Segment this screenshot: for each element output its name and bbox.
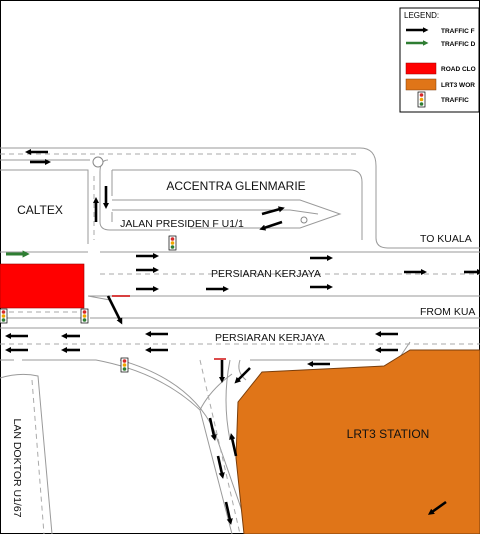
road-network <box>0 147 480 534</box>
jalan-presiden-label: JALAN PRESIDEN F U1/1 <box>120 218 244 230</box>
from-kua-label: FROM KUA <box>420 306 475 318</box>
orange-box-icon <box>405 78 437 91</box>
legend-item-traffic-diversion: TRAFFIC D <box>406 40 476 48</box>
accentra-label: ACCENTRA GLENMARIE <box>166 179 305 193</box>
to-kuala-label: TO KUALA <box>420 233 472 245</box>
persiaran-kerjaya-upper-label: PERSIARAN KERJAYA <box>211 268 321 280</box>
map-labels: CALTEX ACCENTRA GLENMARIE JALAN PRESIDEN… <box>11 179 475 518</box>
lrt3-station-label: LRT3 STATION <box>347 427 430 441</box>
flow-arrow <box>208 417 217 441</box>
flow-arrow <box>224 501 233 525</box>
legend-label: TRAFFIC F <box>441 28 475 35</box>
caltex-label: CALTEX <box>17 203 63 217</box>
traffic-lights <box>0 235 177 373</box>
legend-title: LEGEND: <box>404 11 439 20</box>
flow-arrow <box>427 500 447 515</box>
flow-arrow <box>106 295 123 325</box>
legend-label: TRAFFIC <box>441 97 469 104</box>
legend-label: LRT3 WOR <box>441 82 475 89</box>
flow-arrow <box>229 433 238 457</box>
jalan-doktor-label: LAN DOKTOR U1/67 <box>11 418 23 517</box>
red-box-icon <box>405 62 437 75</box>
lrt3-station-zone: LRT3 STATION <box>235 349 480 534</box>
legend-item-lrt3-works: LRT3 WOR <box>405 78 475 91</box>
traffic-light-icon <box>80 308 89 324</box>
legend-item-road-closure: ROAD CLO <box>405 62 476 75</box>
flow-arrow <box>259 220 283 231</box>
closure-marks <box>112 295 226 360</box>
legend-item-traffic-light: TRAFFIC <box>417 91 469 108</box>
flow-arrow <box>261 206 285 216</box>
traffic-flow-arrows <box>5 148 480 525</box>
traffic-light-icon <box>168 235 177 251</box>
traffic-light-icon <box>417 91 426 108</box>
lane-markings <box>0 153 480 534</box>
road-closure-block <box>0 263 85 309</box>
traffic-light-icon <box>120 357 129 373</box>
flow-arrow <box>234 367 251 384</box>
flow-arrow <box>216 455 225 479</box>
legend: LEGEND: TRAFFIC F TRAFFIC D ROAD CLO LRT… <box>399 7 480 113</box>
legend-label: TRAFFIC D <box>441 41 476 48</box>
lrt3-works-area <box>235 349 480 534</box>
roundabout-marker <box>92 156 308 224</box>
persiaran-kerjaya-lower-label: PERSIARAN KERJAYA <box>215 332 325 344</box>
legend-item-traffic-flow: TRAFFIC F <box>406 27 475 35</box>
traffic-light-icon <box>0 308 8 324</box>
legend-label: ROAD CLO <box>441 66 476 73</box>
